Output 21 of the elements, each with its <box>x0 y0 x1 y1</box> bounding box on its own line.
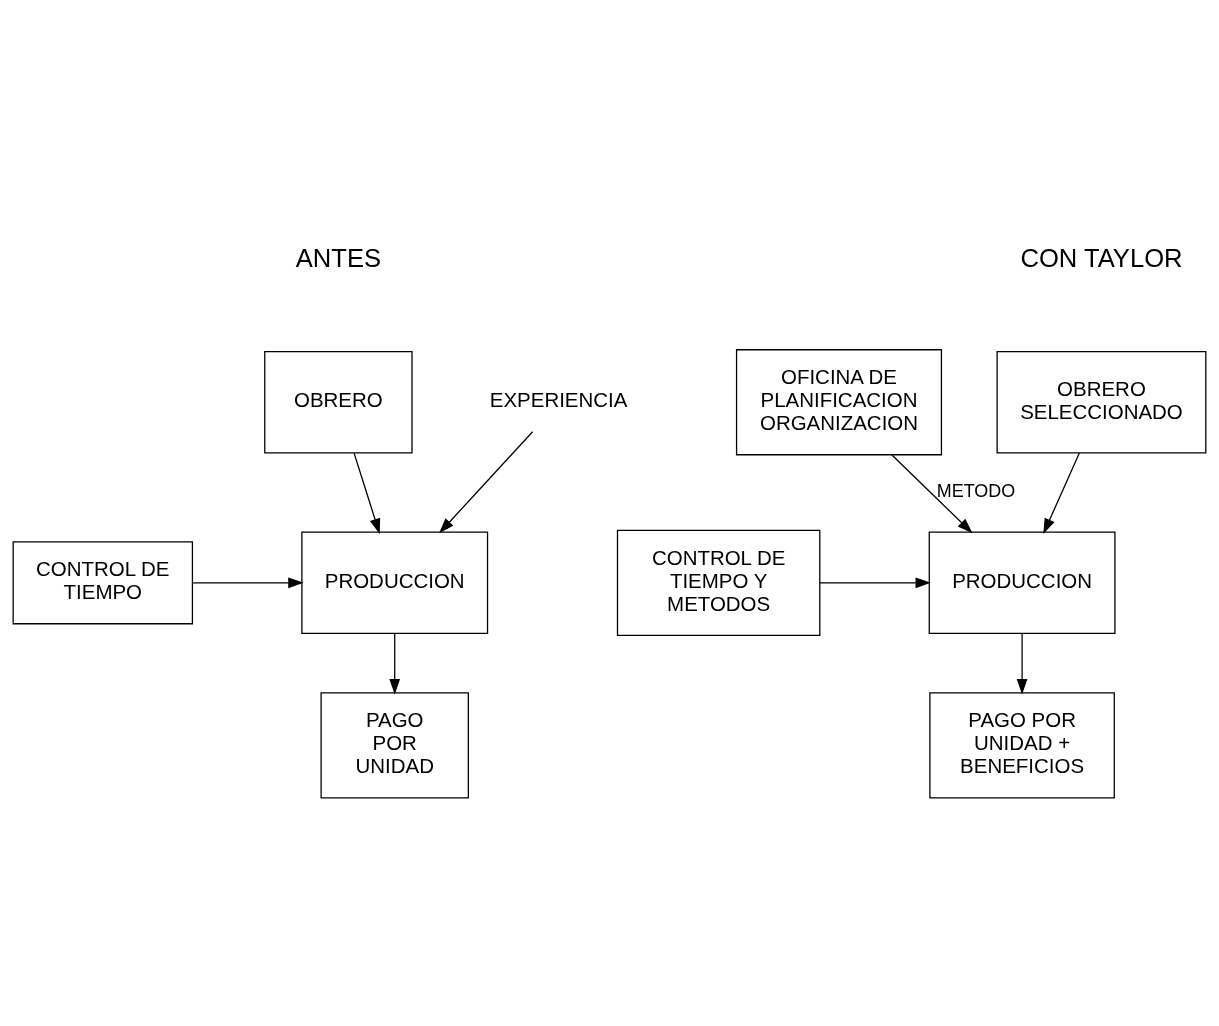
label: ANTES <box>295 243 382 272</box>
label: CON TAYLOR <box>1020 243 1183 272</box>
node-text: EXPERIENCIA <box>489 388 628 412</box>
arrow <box>353 452 381 535</box>
node-box: PAGO POR UNIDAD + BENEFICIOS <box>929 692 1115 799</box>
arrow <box>1016 632 1028 695</box>
node-box: CONTROL DE TIEMPO <box>12 541 194 625</box>
node-box: OBRERO SELECCIONADO <box>996 351 1207 454</box>
node-box: PRODUCCION <box>928 531 1116 634</box>
arrow <box>1043 452 1080 534</box>
node-box: PRODUCCION <box>301 531 489 634</box>
arrow <box>192 577 304 589</box>
edge-label: METODO <box>936 481 1016 502</box>
node-box: OBRERO <box>264 351 413 454</box>
arrow <box>819 577 931 589</box>
node-box: PAGO POR UNIDAD <box>320 692 469 799</box>
node-box: OFICINA DE PLANIFICACION ORGANIZACION <box>735 349 943 456</box>
arrow <box>439 431 534 534</box>
node-box: CONTROL DE TIEMPO Y METODOS <box>616 529 821 636</box>
arrow <box>389 632 401 695</box>
arrow <box>891 454 973 534</box>
